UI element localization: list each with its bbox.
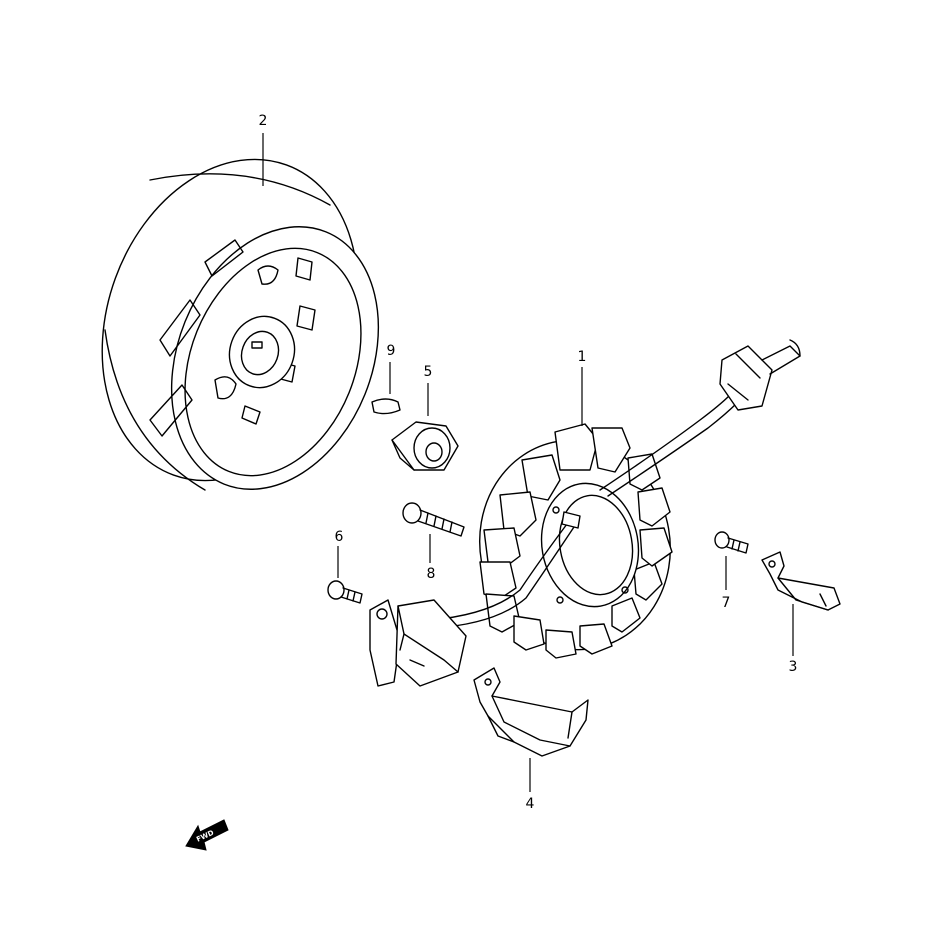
- callout-5: 5: [424, 364, 433, 380]
- callout-3: 3: [789, 659, 798, 675]
- rotor-nut[interactable]: [391, 421, 459, 471]
- stator-screw[interactable]: [402, 502, 465, 537]
- callout-8: 8: [427, 566, 436, 582]
- callout-6: 6: [335, 529, 344, 545]
- callout-9: 9: [387, 343, 396, 359]
- forward-arrow-icon: FWD: [185, 819, 229, 851]
- callout-1: 1: [578, 349, 587, 365]
- flywheel-rotor[interactable]: [59, 123, 416, 520]
- callout-4: 4: [526, 796, 535, 812]
- wire-bracket-large[interactable]: [473, 667, 589, 757]
- pickup-screw[interactable]: [327, 580, 363, 604]
- bracket-screw[interactable]: [714, 531, 749, 554]
- pickup-coil[interactable]: [369, 599, 467, 687]
- callout-2: 2: [259, 113, 268, 129]
- key[interactable]: [371, 398, 401, 415]
- stator-assembly[interactable]: [429, 339, 801, 665]
- wire-bracket-small[interactable]: [761, 551, 841, 611]
- callout-7: 7: [722, 595, 731, 611]
